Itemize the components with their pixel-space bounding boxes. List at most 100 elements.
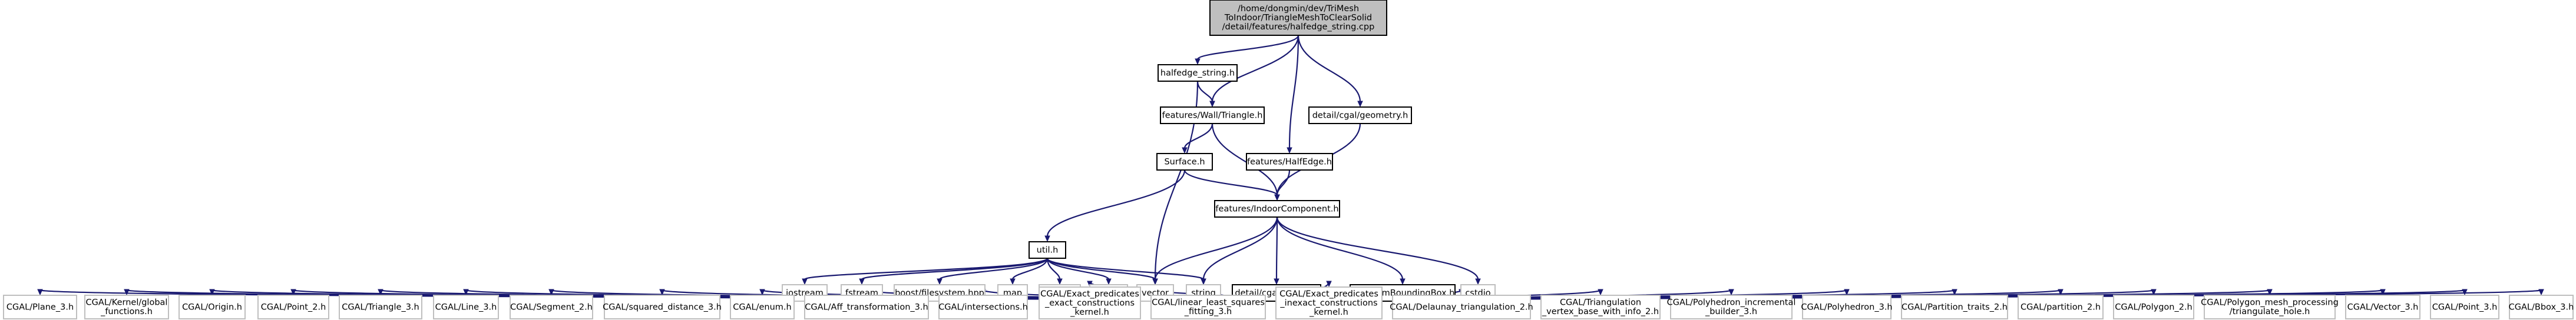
node-label: features/IndoorComponent.h [1215, 204, 1338, 214]
node-box [1540, 295, 1661, 319]
edge-wall_triangle_h-to-indoor_component_h [1211, 123, 1278, 196]
node-wall-triangle-h[interactable]: features/Wall/Triangle.h [1160, 106, 1265, 124]
node-label: CGAL/Segment_2.h [510, 302, 593, 312]
node-box [2345, 295, 2420, 319]
arrowhead-indoor_component_h-to-cgal_config_h [1274, 278, 1279, 285]
arrowhead-cgal_config_h-to-origin [209, 289, 215, 296]
node-box [84, 295, 169, 319]
node-label: CGAL/squared_distance_3.h [603, 302, 722, 312]
arrowhead-cgal_config_h-to-polyhedron3 [1844, 289, 1850, 296]
arrowhead-cgal_config_h-to-polygon2 [2151, 289, 2157, 296]
node-halfedge-h[interactable]: features/HalfEdge.h [1246, 153, 1333, 171]
edge-root-to-cgal_geometry_h [1297, 35, 1361, 102]
arrowhead-util_h-to-utility [1106, 278, 1112, 285]
arrowhead-cgal_config_h-to-kernel_global [124, 289, 130, 296]
node-label: CGAL/Polygon_mesh_processing [2201, 298, 2339, 308]
node-squared-distance3: CGAL/squared_distance_3.h [603, 295, 722, 319]
node-label: features/Wall/Triangle.h [1162, 111, 1263, 120]
node-polygon2: CGAL/Polygon_2.h [2113, 295, 2194, 319]
arrowhead-cgal_config_h-to-poly_incremental [1728, 289, 1734, 296]
node-box [257, 295, 329, 319]
arrowhead-cgal_config_h-to-vector3 [2380, 289, 2386, 296]
node-point2: CGAL/Point_2.h [257, 295, 329, 319]
node-label: _fitting_3.h [1184, 307, 1232, 316]
node-box [2018, 295, 2104, 319]
node-linear-least-squares: CGAL/linear_least_squares_fitting_3.h [1150, 295, 1266, 319]
node-label: CGAL/Delaunay_triangulation_2.h [1390, 302, 1533, 312]
node-label: _kernel.h [1070, 308, 1109, 317]
node-box [1670, 295, 1793, 319]
node-box [339, 295, 422, 319]
arrowhead-util_h-to-iostream [802, 278, 808, 285]
node-box [178, 295, 246, 319]
node-line3: CGAL/Line_3.h [433, 295, 499, 319]
node-surface-h[interactable]: Surface.h [1156, 153, 1213, 171]
node-indoor-component-h[interactable]: features/IndoorComponent.h [1214, 200, 1340, 218]
node-label: halfedge_string.h [1160, 68, 1235, 78]
node-box [1209, 0, 1387, 36]
arrowhead-indoor_component_h-to-string [1201, 278, 1206, 285]
node-box [1150, 295, 1266, 319]
node-label: CGAL/Partition_traits_2.h [1902, 302, 2008, 312]
edge-util_h-to-fstream [861, 257, 1049, 281]
node-box [604, 295, 720, 319]
arrowhead-cgal_config_h-to-line3 [463, 289, 469, 296]
node-origin: CGAL/Origin.h [178, 295, 246, 319]
node-label: util.h [1037, 245, 1059, 255]
arrowhead-root-to-halfedge_h [1287, 147, 1292, 154]
node-label: CGAL/Polygon_2.h [2115, 302, 2193, 312]
node-label: CGAL/Origin.h [182, 302, 242, 312]
arrowhead-cgal_config_h-to-point3 [2462, 289, 2468, 296]
edge-halfedge_string_h-to-wall_triangle_h [1196, 81, 1213, 102]
node-label: CGAL/Vector_3.h [2347, 302, 2419, 312]
node-halfedge-string-h[interactable]: halfedge_string.h [1158, 64, 1238, 82]
node-label: /detail/features/halfedge_string.cpp [1222, 22, 1375, 32]
node-label: CGAL/Point_3.h [2432, 302, 2498, 312]
node-label: CGAL/Point_2.h [261, 302, 326, 312]
node-delaunay2: CGAL/Delaunay_triangulation_2.h [1390, 295, 1533, 319]
edge-surface_h-to-indoor_component_h [1183, 169, 1278, 196]
node-intersections: CGAL/intersections.h [938, 295, 1028, 319]
arrowhead-util_h-to-fstream [859, 278, 865, 285]
node-box [510, 295, 593, 319]
arrowhead-cgal_config_h-to-partition2 [2058, 289, 2064, 296]
node-box [1158, 64, 1238, 82]
edge-root-to-halfedge_h [1288, 35, 1299, 149]
node-util-h[interactable]: util.h [1029, 241, 1066, 259]
node-label: detail/cgal/geometry.h [1312, 111, 1408, 120]
node-label: CGAL/partition_2.h [2021, 302, 2101, 312]
edge-root-to-wall_triangle_h [1211, 35, 1299, 102]
arrowhead-halfedge_string_h-to-wall_triangle_h [1209, 101, 1215, 108]
node-label: _inexact_constructions [1279, 298, 1377, 308]
node-label: CGAL/Plane_3.h [6, 302, 74, 312]
node-box [1160, 106, 1265, 124]
edge-util_h-to-string [1046, 258, 1205, 281]
arrowhead-cgal_config_h-to-tri_vertex_base [1598, 289, 1603, 296]
node-box [1275, 286, 1383, 319]
node-epick: CGAL/Exact_predicates_inexact_constructi… [1275, 286, 1383, 319]
node-label: ToIndoor/TriangleMeshToClearSolid [1224, 13, 1372, 22]
node-box [433, 295, 499, 319]
edge-indoor_component_h-to-min_bbox_h [1276, 216, 1404, 280]
dependency-nodes: /home/dongmin/dev/TriMeshToIndoor/Triang… [3, 0, 2574, 319]
node-box [938, 295, 1028, 319]
edge-wall_triangle_h-to-surface_h [1183, 123, 1213, 149]
node-label: CGAL/Bbox_3.h [2509, 302, 2574, 312]
node-cgal-geometry-h[interactable]: detail/cgal/geometry.h [1308, 106, 1412, 124]
node-label: CGAL/Kernel/global [86, 298, 168, 308]
arrowhead-cgal_config_h-to-plane3 [37, 289, 43, 296]
node-partition2: CGAL/partition_2.h [2018, 295, 2104, 319]
node-label: CGAL/Aff_transformation_3.h [805, 302, 928, 312]
node-enum: CGAL/enum.h [730, 295, 795, 319]
arrowhead-cgal_config_h-to-squared_distance3 [659, 289, 665, 296]
arrowhead-cgal_config_h-to-epec [1087, 281, 1093, 288]
node-root[interactable]: /home/dongmin/dev/TriMeshToIndoor/Triang… [1209, 0, 1387, 36]
arrowhead-cgal_config_h-to-bbox3 [2538, 289, 2544, 296]
edge-surface_h-to-util_h [1046, 169, 1186, 237]
node-box [730, 295, 795, 319]
arrowhead-cgal_config_h-to-partition_traits2 [1952, 289, 1957, 296]
node-vector3: CGAL/Vector_3.h [2345, 295, 2420, 319]
node-label: /triangulate_hole.h [2230, 307, 2310, 316]
node-label: CGAL/Polyhedron_incremental [1667, 298, 1796, 308]
